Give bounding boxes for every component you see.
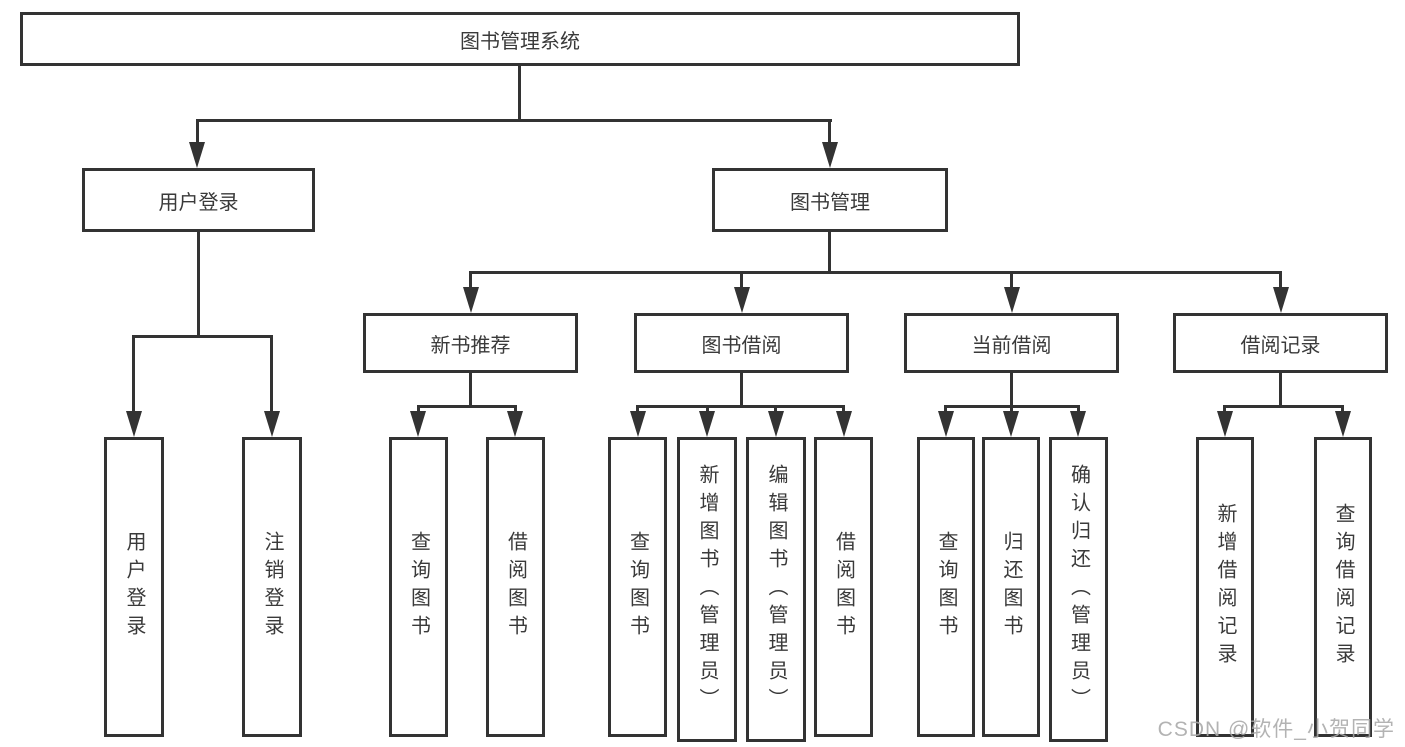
connector-line — [842, 405, 845, 415]
arrow-down-icon — [768, 411, 784, 437]
connector-line — [197, 230, 200, 337]
connector-line — [469, 371, 472, 407]
leaf-edit-books-admin: 编辑图书（管理员） — [746, 437, 806, 742]
connector-line — [417, 405, 420, 415]
node-book-management: 图书管理 — [712, 168, 948, 232]
arrow-down-icon — [938, 411, 954, 437]
connector-line — [1010, 405, 1013, 415]
connector-line — [774, 405, 777, 415]
arrow-down-icon — [822, 142, 838, 168]
connector-line — [132, 335, 273, 338]
connector-line — [1341, 405, 1344, 415]
node-book-borrowing: 图书借阅 — [634, 313, 849, 373]
leaf-borrow-books-recommend: 借阅图书 — [486, 437, 545, 737]
connector-line — [132, 335, 135, 413]
arrow-down-icon — [264, 411, 280, 437]
arrow-down-icon — [699, 411, 715, 437]
leaf-add-books-admin: 新增图书（管理员） — [677, 437, 737, 742]
arrow-down-icon — [1004, 287, 1020, 313]
connector-line — [1223, 405, 1344, 408]
connector-line — [636, 405, 845, 408]
arrow-down-icon — [1335, 411, 1351, 437]
connector-line — [828, 119, 831, 145]
node-root-library-system: 图书管理系统 — [20, 12, 1020, 66]
connector-line — [1223, 405, 1226, 415]
arrow-down-icon — [463, 287, 479, 313]
leaf-add-borrow-record: 新增借阅记录 — [1196, 437, 1254, 737]
arrow-down-icon — [1070, 411, 1086, 437]
arrow-down-icon — [1003, 411, 1019, 437]
node-current-borrowing: 当前借阅 — [904, 313, 1119, 373]
leaf-query-borrow-record: 查询借阅记录 — [1314, 437, 1372, 737]
arrow-down-icon — [126, 411, 142, 437]
connector-line — [196, 119, 199, 145]
leaf-query-books-recommend: 查询图书 — [389, 437, 448, 737]
node-new-book-recommendation: 新书推荐 — [363, 313, 578, 373]
connector-line — [469, 271, 472, 291]
connector-line — [740, 371, 743, 407]
leaf-return-books: 归还图书 — [982, 437, 1040, 737]
connector-line — [1279, 371, 1282, 407]
arrow-down-icon — [410, 411, 426, 437]
connector-line — [944, 405, 947, 415]
connector-line — [740, 271, 743, 291]
leaf-confirm-return-admin: 确认归还（管理员） — [1049, 437, 1108, 742]
arrow-down-icon — [1273, 287, 1289, 313]
connector-line — [706, 405, 709, 415]
leaf-borrow-books: 借阅图书 — [814, 437, 873, 737]
connector-line — [828, 230, 831, 273]
arrow-down-icon — [836, 411, 852, 437]
leaf-logout: 注销登录 — [242, 437, 302, 737]
connector-line — [514, 405, 517, 415]
node-borrowing-records: 借阅记录 — [1173, 313, 1388, 373]
leaf-user-login: 用户登录 — [104, 437, 164, 737]
arrow-down-icon — [507, 411, 523, 437]
connector-line — [469, 271, 1282, 274]
node-user-login: 用户登录 — [82, 168, 315, 232]
connector-line — [518, 63, 521, 121]
connector-line — [636, 405, 639, 415]
connector-line — [1010, 371, 1013, 407]
connector-line — [1279, 271, 1282, 291]
connector-line — [270, 335, 273, 413]
connector-line — [196, 119, 832, 122]
arrow-down-icon — [1217, 411, 1233, 437]
connector-line — [417, 405, 517, 408]
leaf-query-books-borrow: 查询图书 — [608, 437, 667, 737]
arrow-down-icon — [734, 287, 750, 313]
arrow-down-icon — [630, 411, 646, 437]
connector-line — [1077, 405, 1080, 415]
arrow-down-icon — [189, 142, 205, 168]
leaf-query-books-current: 查询图书 — [917, 437, 975, 737]
connector-line — [1010, 271, 1013, 291]
